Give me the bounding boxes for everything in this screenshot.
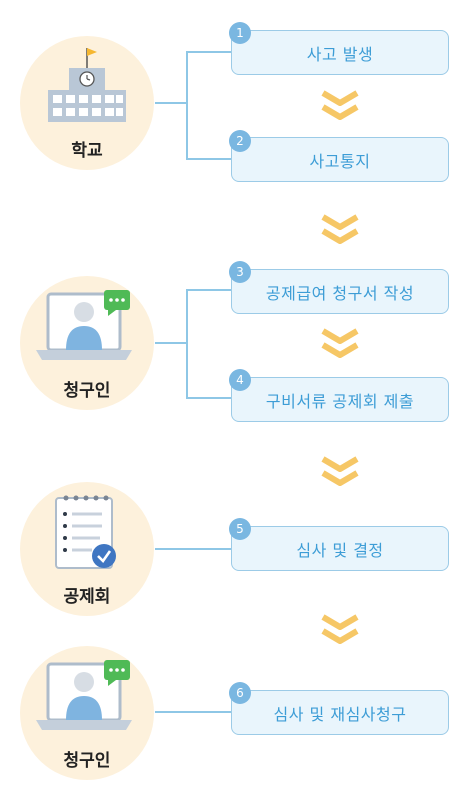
step-number-badge: 6 [229,682,251,704]
actor-label: 학교 [71,141,103,161]
connector-line [155,342,187,344]
checklist-clipboard-icon [55,495,116,569]
chevron-down-icon [321,456,359,486]
step-label: 사고 발생 [306,44,374,64]
connector-line [186,158,232,160]
school-icon [48,48,126,122]
connector-line [186,51,232,53]
laptop-user-chat-icon [36,660,132,730]
connector-line [155,711,232,713]
step-number-badge: 3 [229,261,251,283]
chevron-down-icon [321,614,359,644]
step-number-badge: 1 [229,22,251,44]
actor-label: 청구인 [63,751,111,771]
connector-line [186,289,232,291]
actor-label: 공제회 [63,587,111,607]
actor-school: 학교 [20,36,154,170]
step-label: 구비서류 공제회 제출 [265,391,415,411]
step-box: 공제급여 청구서 작성 [231,269,449,314]
step-number-badge: 5 [229,518,251,540]
actor-association: 공제회 [20,482,154,616]
connector-line [155,102,187,104]
chevron-down-icon [321,90,359,120]
chevron-down-icon [321,214,359,244]
step-label: 사고통지 [309,151,371,171]
actor-claimant: 청구인 [20,276,154,410]
connector-line [186,397,232,399]
step-number-badge: 4 [229,369,251,391]
step-label: 심사 및 결정 [296,540,384,560]
step-label: 공제급여 청구서 작성 [265,283,415,303]
step-box: 구비서류 공제회 제출 [231,377,449,422]
step-box: 심사 및 결정 [231,526,449,571]
step-label: 심사 및 재심사청구 [273,704,407,724]
connector-line [186,51,188,159]
step-box: 사고 발생 [231,30,449,75]
step-box: 사고통지 [231,137,449,182]
step-box: 심사 및 재심사청구 [231,690,449,735]
chevron-down-icon [321,328,359,358]
actor-label: 청구인 [63,381,111,401]
laptop-user-chat-icon [36,290,132,360]
connector-line [155,548,232,550]
actor-claimant: 청구인 [20,646,154,780]
step-number-badge: 2 [229,130,251,152]
connector-line [186,289,188,398]
